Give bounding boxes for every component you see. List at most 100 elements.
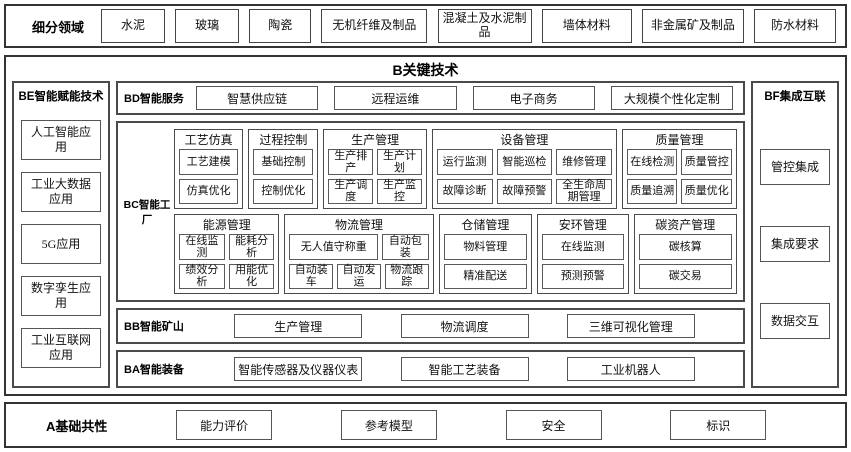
be-item: 工业大数据应用 bbox=[21, 172, 101, 212]
bc-group-title: 工艺仿真 bbox=[184, 133, 233, 147]
bc-group-row: 工艺仿真工艺建模仿真优化过程控制基础控制控制优化生产管理生产排产生产计划生产调度… bbox=[174, 129, 737, 209]
bc-cell: 故障预警 bbox=[496, 178, 553, 204]
bc-grid-row: 生产调度生产监控 bbox=[328, 178, 422, 204]
ba-item: 智能传感器及仪器仪表 bbox=[234, 357, 363, 381]
bc-group-grid: 在线检测质量管控质量追溯质量优化 bbox=[626, 149, 732, 204]
bc-group-title: 质量管理 bbox=[655, 133, 704, 147]
bc-grid-row: 碳核算 bbox=[638, 234, 732, 260]
foundation-item: 能力评价 bbox=[176, 410, 273, 440]
bf-item: 集成要求 bbox=[760, 226, 830, 262]
segment-box: 无机纤维及制品 bbox=[321, 9, 428, 43]
panel-bf: BF集成互联 管控集成集成要求数据交互 bbox=[751, 81, 839, 388]
bb-item: 物流调度 bbox=[400, 314, 529, 338]
band-segments: 细分领域 水泥玻璃陶瓷无机纤维及制品混凝土及水泥制品墙体材料非金属矿及制品防水材… bbox=[4, 4, 847, 48]
bc-group-grid: 物料管理精准配送 bbox=[443, 234, 528, 289]
bc-cell: 质量优化 bbox=[681, 178, 732, 204]
bc-grid-row: 绩效分析用能优化 bbox=[179, 263, 275, 289]
bc-group-grid: 在线监测预测预警 bbox=[542, 234, 624, 289]
segment-box: 玻璃 bbox=[175, 9, 240, 43]
be-item: 数字孪生应用 bbox=[21, 276, 101, 316]
bc-group: 工艺仿真工艺建模仿真优化 bbox=[174, 129, 244, 209]
foundation-item: 安全 bbox=[505, 410, 602, 440]
bd-item: 电子商务 bbox=[472, 86, 595, 110]
bd-item: 大规模个性化定制 bbox=[610, 86, 733, 110]
bc-grid-row: 预测预警 bbox=[542, 263, 624, 289]
bc-cell: 物流跟踪 bbox=[384, 263, 429, 289]
bc-group-grid: 工艺建模仿真优化 bbox=[179, 149, 239, 204]
bc-cell: 用能优化 bbox=[228, 263, 275, 289]
bc-cell: 生产排产 bbox=[328, 149, 374, 175]
bc-cell: 自动发运 bbox=[337, 263, 381, 289]
bf-item: 管控集成 bbox=[760, 149, 830, 185]
foundation-item: 参考模型 bbox=[340, 410, 437, 440]
bc-cell: 工艺建模 bbox=[179, 149, 239, 175]
bc-grid-row: 控制优化 bbox=[253, 178, 314, 204]
bc-cell: 质量追溯 bbox=[626, 178, 678, 204]
bc-group-grid: 基础控制控制优化 bbox=[253, 149, 314, 204]
bc-group-title: 碳资产管理 bbox=[655, 218, 716, 232]
bc-cell: 生产调度 bbox=[328, 178, 374, 204]
bc-cell: 物料管理 bbox=[443, 234, 528, 260]
bc-cell: 维修管理 bbox=[556, 149, 612, 175]
bc-cell: 精准配送 bbox=[443, 263, 528, 289]
bc-cell: 预测预警 bbox=[542, 263, 624, 289]
bc-cell: 智能巡检 bbox=[496, 149, 553, 175]
bc-group-grid: 无人值守称重自动包装自动装车自动发运物流跟踪 bbox=[289, 234, 429, 289]
ba-label: BA智能装备 bbox=[124, 364, 184, 376]
bc-cell: 运行监测 bbox=[436, 149, 493, 175]
bc-grid-row: 物料管理 bbox=[443, 234, 528, 260]
bc-cell: 碳交易 bbox=[638, 263, 732, 289]
segments-list: 水泥玻璃陶瓷无机纤维及制品混凝土及水泥制品墙体材料非金属矿及制品防水材料 bbox=[101, 6, 836, 46]
bd-label: BD智能服务 bbox=[124, 93, 184, 105]
bc-grid-row: 在线检测质量管控 bbox=[626, 149, 732, 175]
bc-group: 过程控制基础控制控制优化 bbox=[248, 129, 319, 209]
be-item: 人工智能应用 bbox=[21, 120, 101, 160]
be-title: BE智能赋能技术 bbox=[18, 91, 104, 103]
bc-grid-row: 在线监测 bbox=[542, 234, 624, 260]
bc-cell: 全生命周期管理 bbox=[556, 178, 612, 204]
bc-cell: 生产计划 bbox=[377, 149, 422, 175]
foundation-item: 标识 bbox=[670, 410, 767, 440]
bc-cell: 碳核算 bbox=[638, 234, 732, 260]
bc-cell: 生产监控 bbox=[377, 178, 422, 204]
bc-cell: 在线监测 bbox=[542, 234, 624, 260]
bc-label: BC智能工厂 bbox=[123, 198, 171, 226]
bc-group-title: 生产管理 bbox=[351, 133, 400, 147]
bc-group: 碳资产管理碳核算碳交易 bbox=[633, 214, 737, 294]
bc-cell: 自动装车 bbox=[289, 263, 334, 289]
bc-group: 质量管理在线检测质量管控质量追溯质量优化 bbox=[621, 129, 737, 209]
segment-box: 陶瓷 bbox=[249, 9, 312, 43]
ba-item: 智能工艺装备 bbox=[400, 357, 529, 381]
bc-grid-row: 故障诊断故障预警全生命周期管理 bbox=[436, 178, 612, 204]
bc-grid-row: 工艺建模 bbox=[179, 149, 239, 175]
bc-grid-row: 仿真优化 bbox=[179, 178, 239, 204]
bc-group-title: 安环管理 bbox=[558, 218, 607, 232]
bc-cell: 故障诊断 bbox=[436, 178, 493, 204]
band-foundation: A基础共性 能力评价 参考模型 安全 标识 bbox=[4, 402, 847, 448]
bc-cell: 无人值守称重 bbox=[289, 234, 379, 260]
segment-box: 非金属矿及制品 bbox=[641, 9, 744, 43]
bc-cell: 仿真优化 bbox=[179, 178, 239, 204]
bb-row: BB智能矿山 生产管理物流调度三维可视化管理 bbox=[116, 308, 745, 344]
bc-grid-row: 碳交易 bbox=[638, 263, 732, 289]
bc-group-title: 物流管理 bbox=[334, 218, 383, 232]
bc-grid-row: 精准配送 bbox=[443, 263, 528, 289]
bc-grid-row: 自动装车自动发运物流跟踪 bbox=[289, 263, 429, 289]
bc-cell: 在线检测 bbox=[626, 149, 678, 175]
bc-cell: 质量管控 bbox=[681, 149, 732, 175]
bb-list: 生产管理物流调度三维可视化管理 bbox=[196, 310, 733, 342]
bc-group: 能源管理在线监测能耗分析绩效分析用能优化 bbox=[174, 214, 280, 294]
bc-panel: BC智能工厂 工艺仿真工艺建模仿真优化过程控制基础控制控制优化生产管理生产排产生… bbox=[116, 121, 745, 302]
bc-grid-row: 质量追溯质量优化 bbox=[626, 178, 732, 204]
bc-group-grid: 在线监测能耗分析绩效分析用能优化 bbox=[179, 234, 275, 289]
be-item: 工业互联网应用 bbox=[21, 328, 101, 368]
bd-list: 智慧供应链远程运维电子商务大规模个性化定制 bbox=[196, 83, 733, 113]
bc-group-title: 能源管理 bbox=[202, 218, 251, 232]
bc-group: 仓储管理物料管理精准配送 bbox=[438, 214, 533, 294]
foundation-label: A基础共性 bbox=[46, 418, 108, 434]
bc-cell: 能耗分析 bbox=[228, 234, 275, 260]
